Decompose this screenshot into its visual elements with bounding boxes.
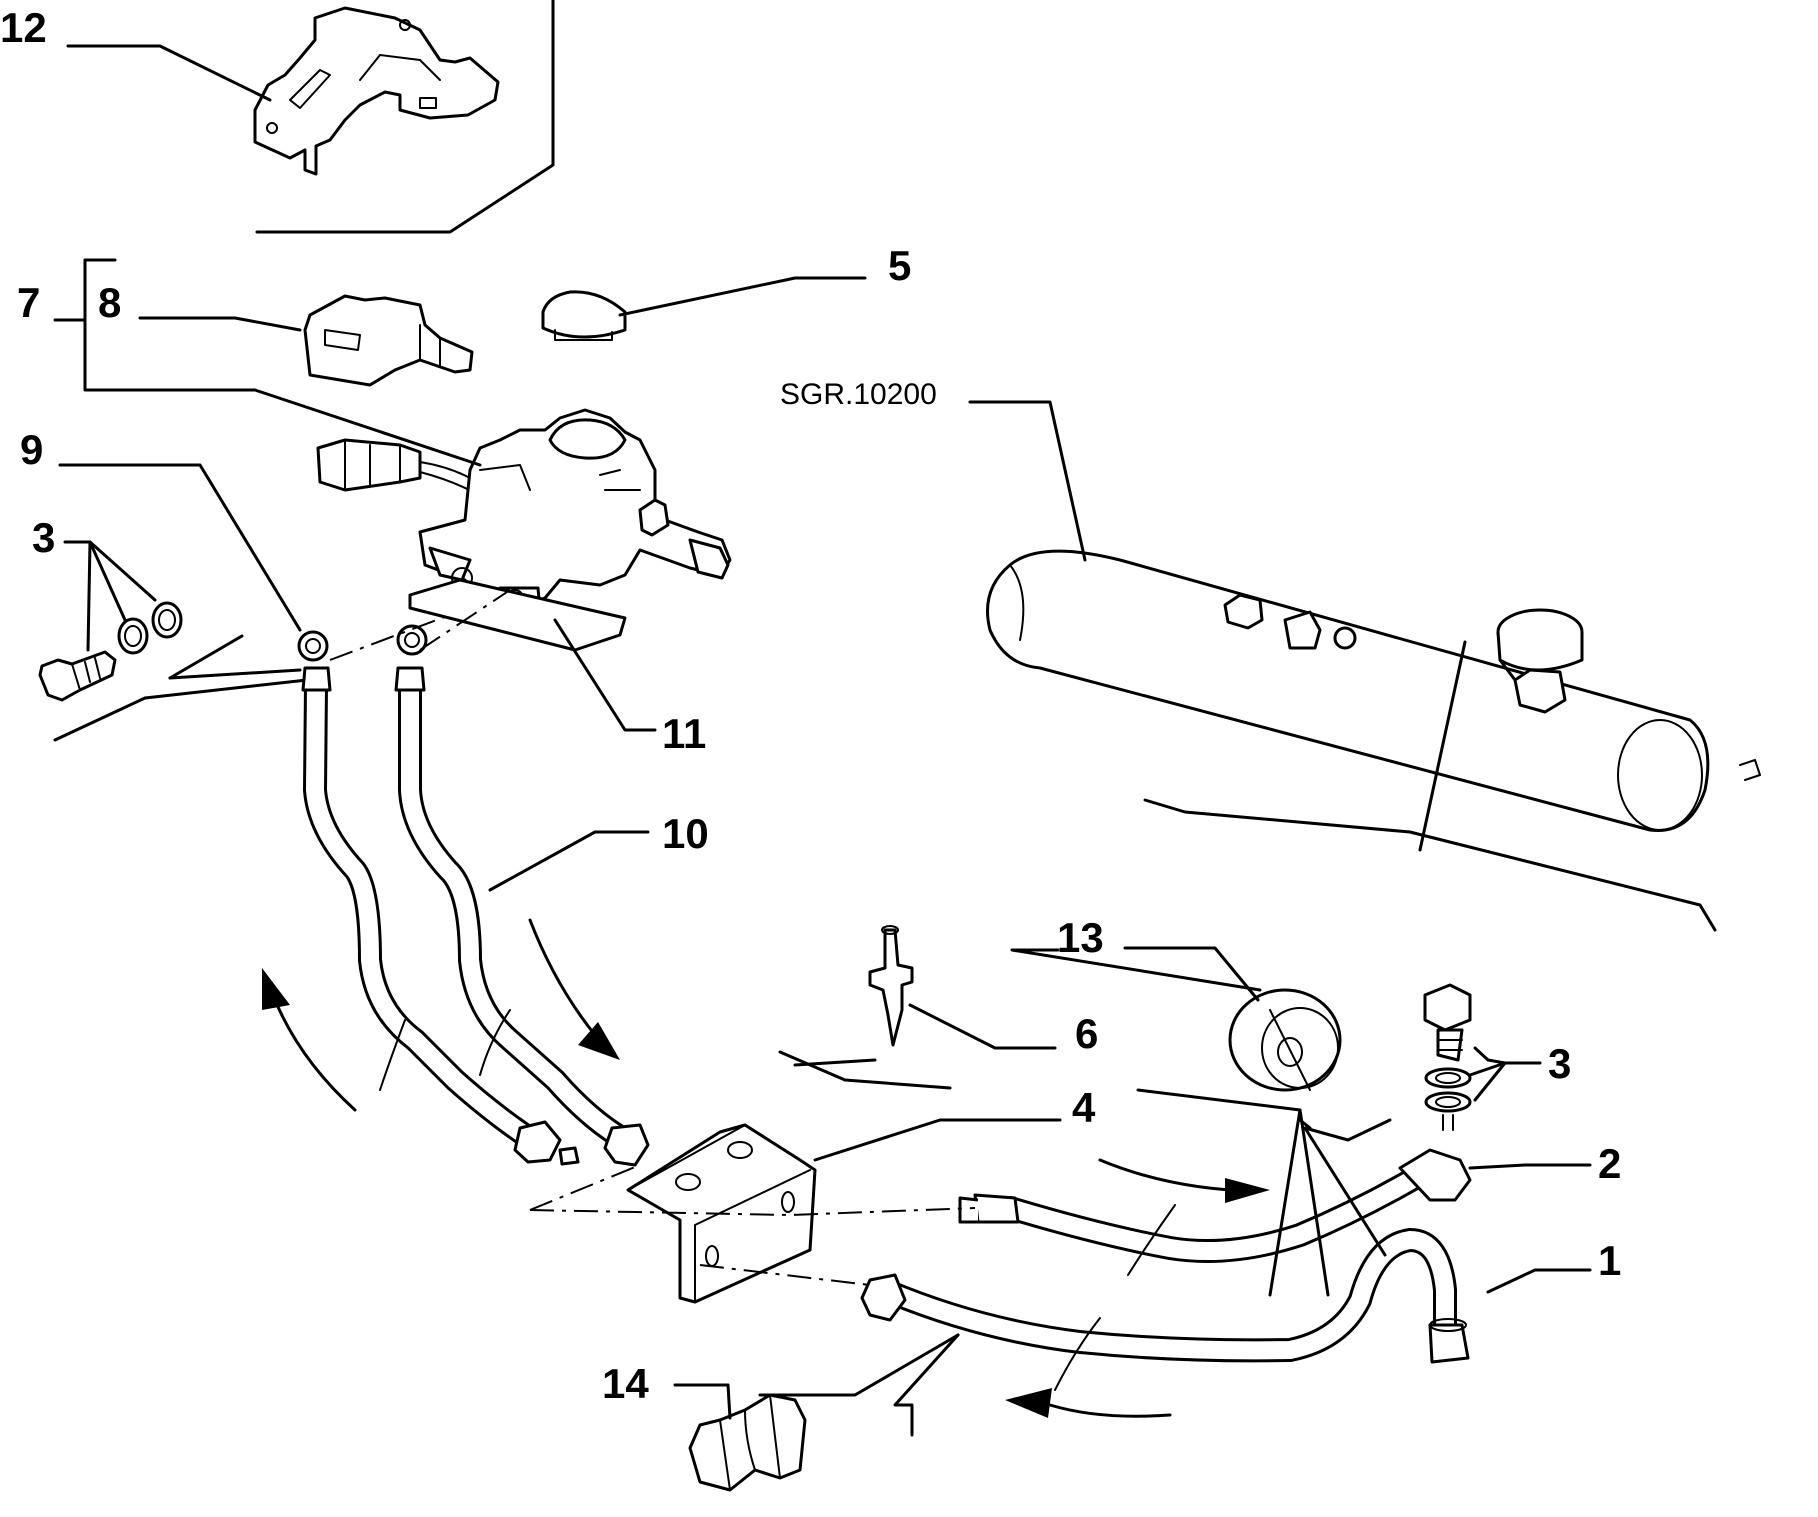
pin-6 [868, 925, 914, 1047]
callout-2: 2 [1598, 1140, 1621, 1187]
flow-arrow-up [262, 968, 357, 1112]
callout-4: 4 [1072, 1084, 1096, 1131]
bolt-washers-3-left [38, 601, 183, 702]
callout-13: 13 [1057, 914, 1104, 961]
callout-7: 7 [17, 279, 40, 326]
clip-14 [688, 1393, 807, 1492]
inset-frame [255, 0, 555, 234]
callout-10: 10 [662, 810, 709, 857]
callout-1: 1 [1598, 1237, 1621, 1284]
callout-6: 6 [1075, 1010, 1098, 1057]
callout-9: 9 [20, 426, 43, 473]
callout-3-left: 3 [32, 514, 55, 561]
hoses-1-2 [860, 1148, 1472, 1391]
reference-label: SGR.10200 [780, 378, 937, 411]
callout-3-right: 3 [1548, 1040, 1571, 1087]
flow-arrow-down [528, 918, 620, 1060]
hoses-10 [301, 666, 650, 1167]
sensor-8 [303, 294, 474, 387]
callout-12: 12 [0, 4, 47, 51]
grommet-13 [1228, 988, 1342, 1092]
tank-assembly [986, 549, 1761, 832]
callout-8: 8 [98, 279, 121, 326]
callout-5: 5 [888, 242, 911, 289]
bolt-washers-3-right [1423, 983, 1472, 1131]
flow-arrow-right [1098, 1158, 1270, 1203]
callout-11: 11 [662, 710, 706, 757]
bracket-12 [253, 6, 500, 176]
cap-5 [541, 290, 627, 341]
leader-lines [53, 44, 1592, 1437]
valve-assembly-7 [316, 408, 732, 620]
callout-14: 14 [602, 1360, 649, 1407]
flow-arrow-left [1005, 1388, 1172, 1418]
fitting-9 [297, 624, 428, 662]
